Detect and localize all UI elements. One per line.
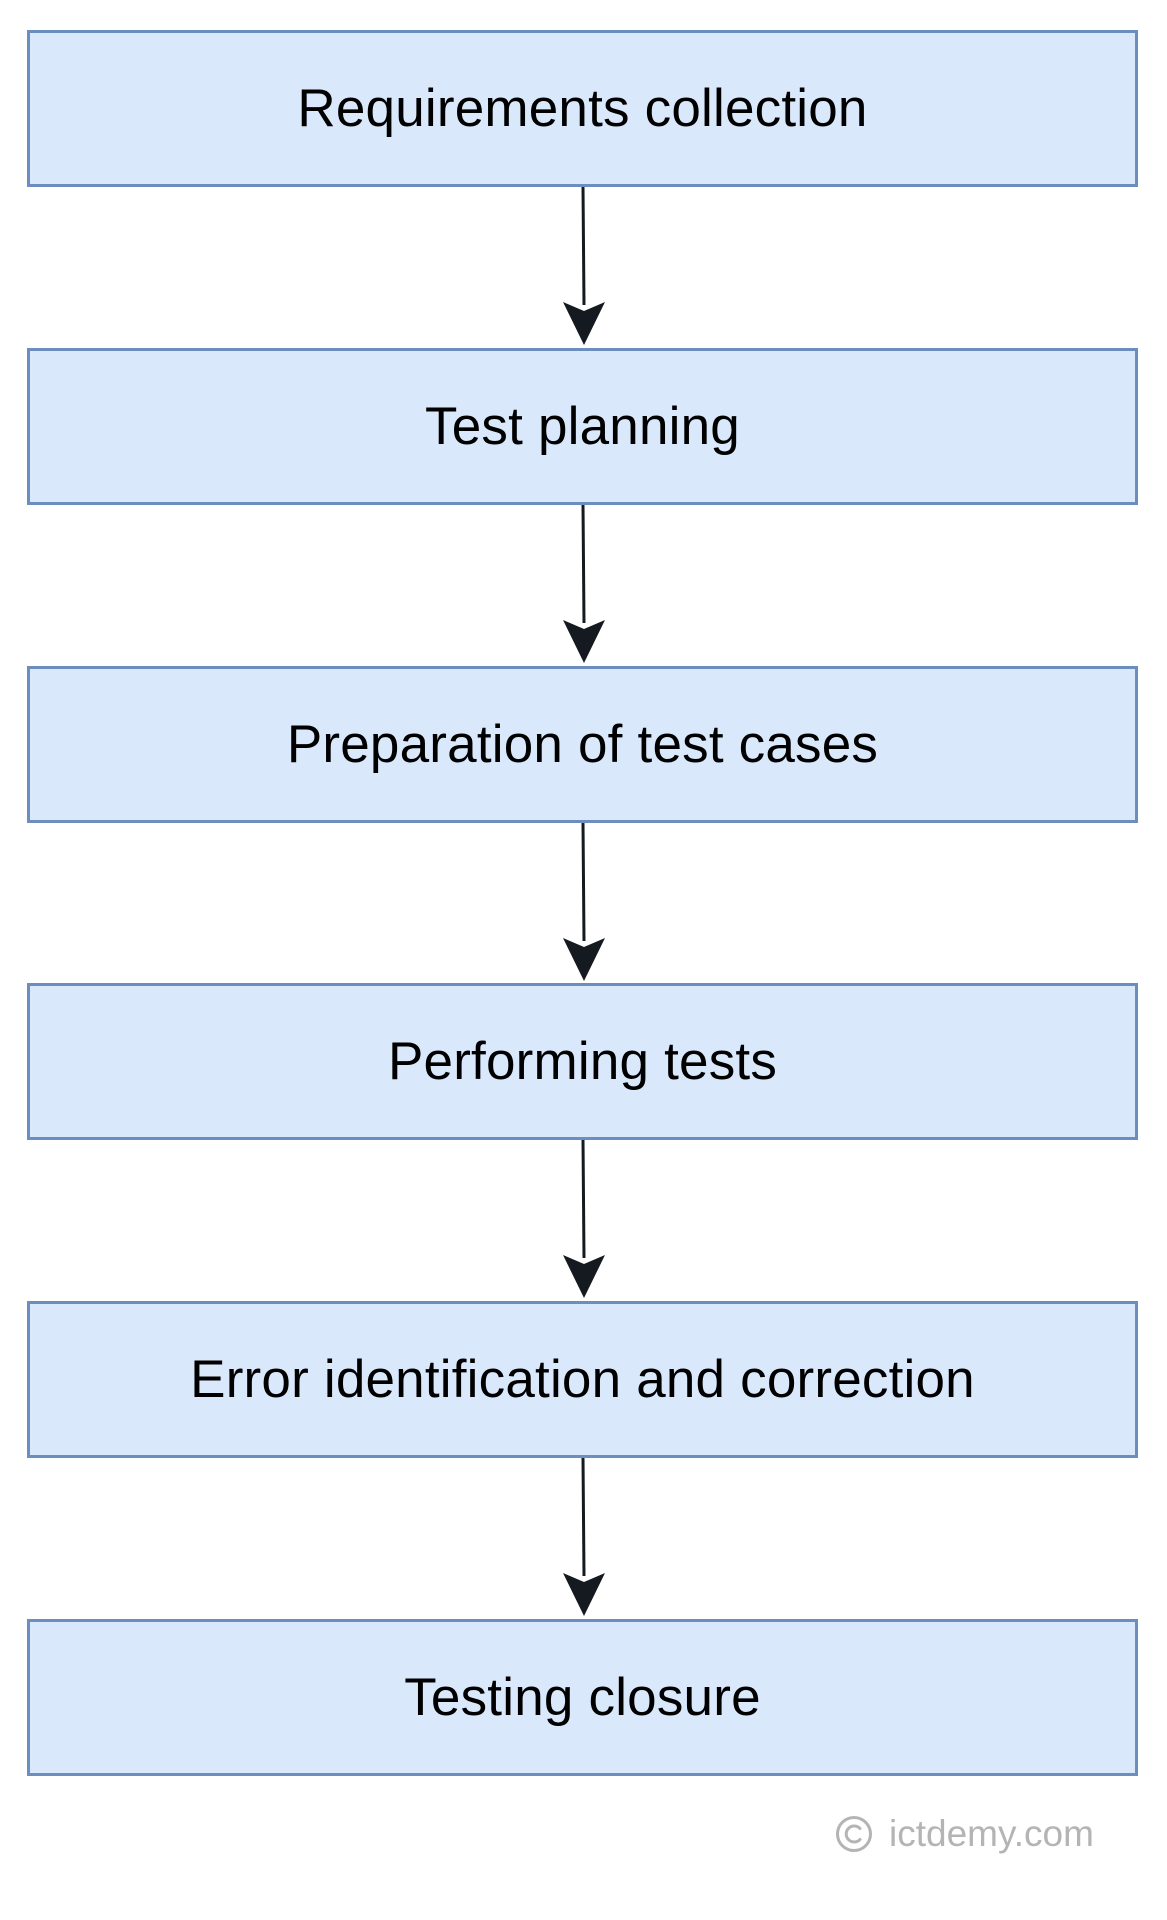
arrow-2-shaft [581, 504, 586, 624]
copyright-icon [835, 1815, 873, 1853]
step-requirements-collection: Requirements collection [27, 30, 1138, 187]
step-preparation-of-test-cases: Preparation of test cases [27, 666, 1138, 823]
watermark: ictdemy.com [835, 1813, 1094, 1855]
arrow-1-head [563, 302, 605, 345]
arrow-1-shaft [581, 186, 586, 306]
step-label: Error identification and correction [190, 1350, 975, 1409]
arrow-2-head [563, 620, 605, 663]
step-label: Test planning [425, 397, 740, 456]
step-test-planning: Test planning [27, 348, 1138, 505]
step-label: Performing tests [387, 1032, 778, 1091]
step-label: Preparation of test cases [286, 715, 879, 774]
step-label: Testing closure [404, 1668, 761, 1727]
step-error-identification-and-correction: Error identification and correction [27, 1301, 1138, 1458]
arrow-4-head [563, 1255, 605, 1298]
step-performing-tests: Performing tests [27, 983, 1138, 1140]
step-testing-closure: Testing closure [27, 1619, 1138, 1776]
watermark-text: ictdemy.com [889, 1813, 1094, 1854]
arrow-3-head [563, 938, 605, 981]
arrow-5-shaft [581, 1457, 586, 1577]
arrow-4-shaft [581, 1139, 586, 1259]
step-label: Requirements collection [297, 79, 868, 138]
arrow-5-head [563, 1573, 605, 1616]
arrow-3-shaft [581, 822, 586, 942]
